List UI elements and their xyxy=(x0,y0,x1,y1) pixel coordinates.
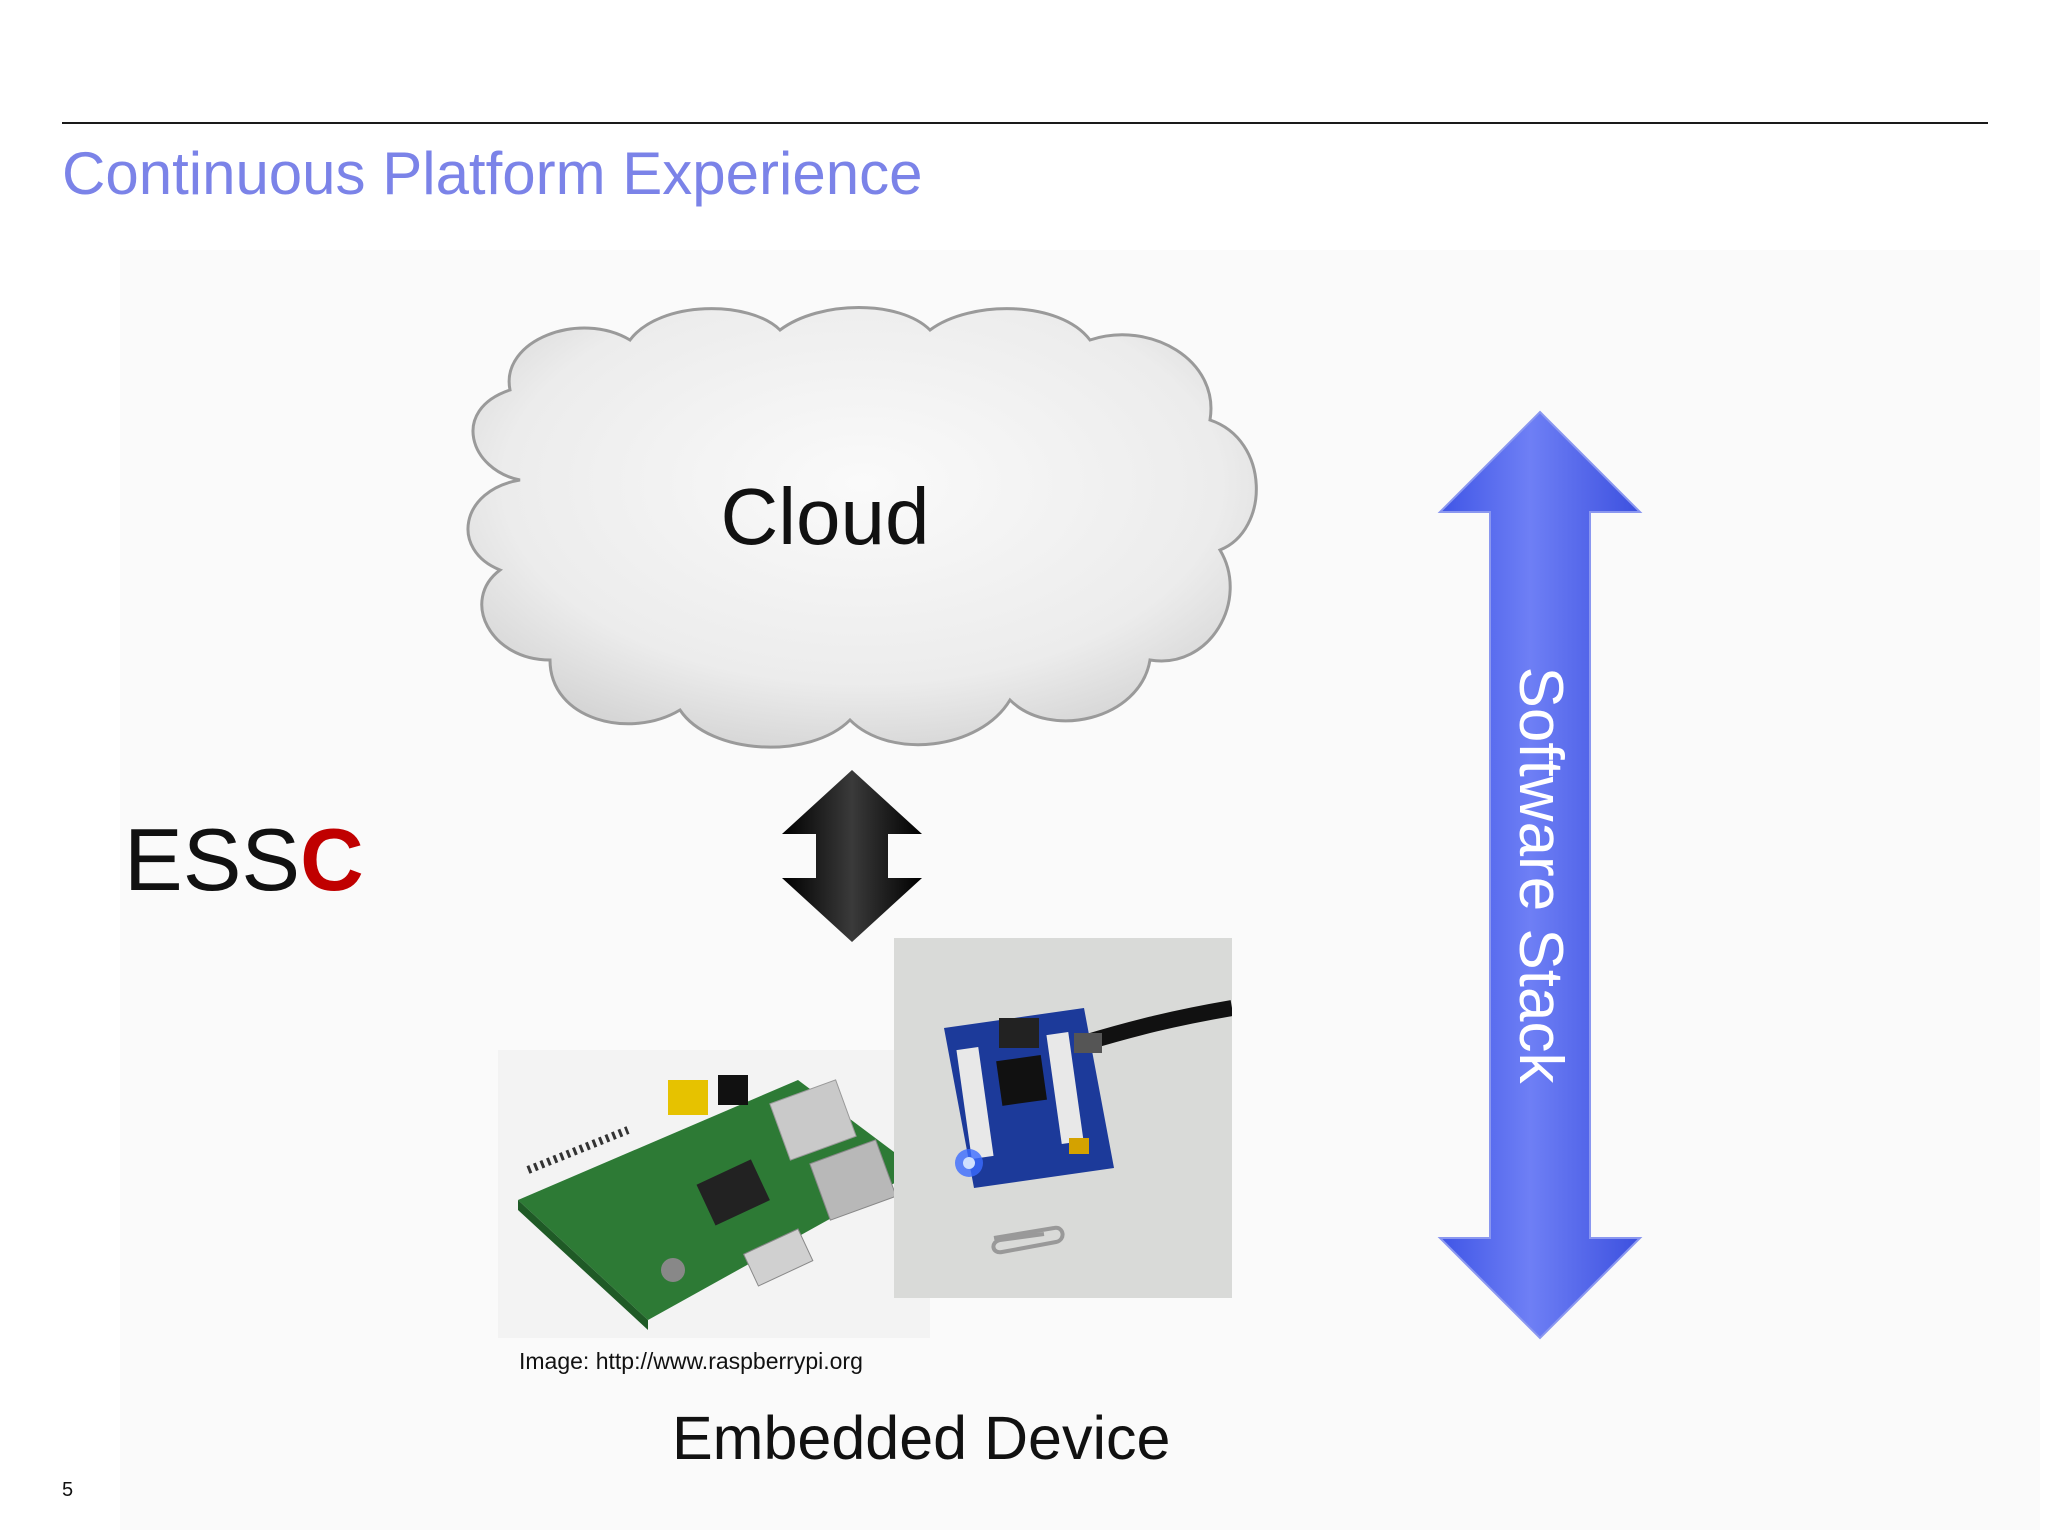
software-stack-label: Software Stack xyxy=(1506,666,1575,1084)
cloud-label: Cloud xyxy=(720,472,930,561)
double-arrow-icon xyxy=(782,770,922,942)
embedded-board-photo xyxy=(894,938,1232,1298)
essc-label: ESSC xyxy=(124,810,364,910)
page-number: 5 xyxy=(62,1479,74,1501)
essc-accent-letter: C xyxy=(300,810,364,909)
software-stack-arrow xyxy=(1437,410,1643,1340)
cloud-shape xyxy=(466,306,1258,749)
image-caption: Image: http://www.raspberrypi.org xyxy=(519,1348,863,1374)
embedded-device-label: Embedded Device xyxy=(672,1404,1171,1472)
essc-prefix: ESS xyxy=(124,810,301,909)
raspberry-pi-photo xyxy=(498,1050,930,1338)
slide-title: Continuous Platform Experience xyxy=(62,140,923,207)
title-rule xyxy=(62,122,1988,124)
